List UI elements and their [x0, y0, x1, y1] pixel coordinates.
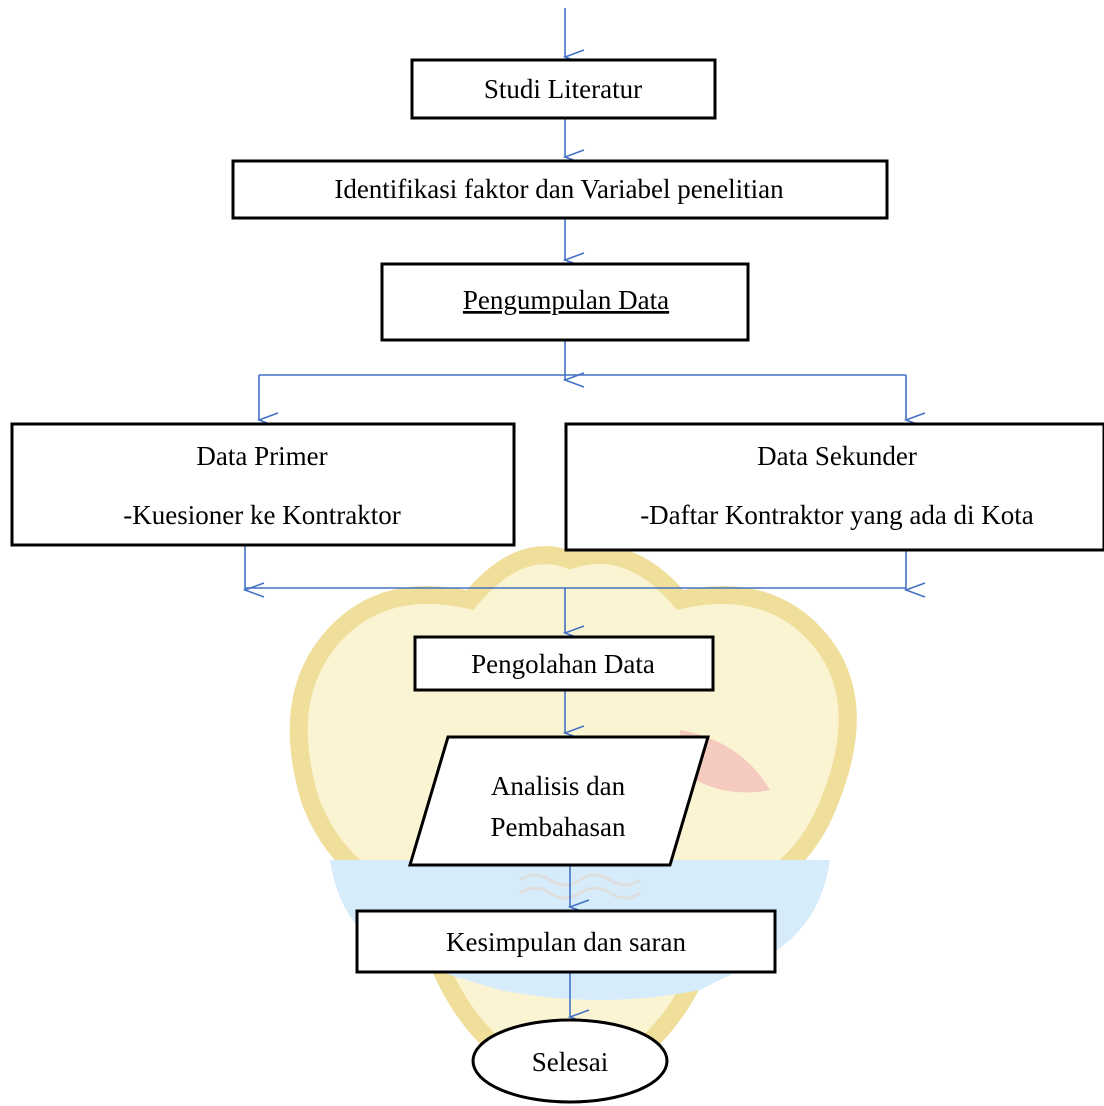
node-labels: Studi Literatur Identifikasi faktor dan … — [123, 74, 1034, 1077]
label-data-primer-title: Data Primer — [196, 441, 327, 471]
nodes — [10, 58, 1104, 1104]
label-identifikasi: Identifikasi faktor dan Variabel penelit… — [334, 174, 784, 204]
box-data-primer — [10, 422, 516, 547]
label-studi-literatur: Studi Literatur — [484, 74, 642, 104]
label-selesai: Selesai — [532, 1047, 608, 1077]
box-pengumpulan-data — [380, 262, 750, 342]
box-data-sekunder — [564, 422, 1104, 552]
label-analisis-line2: Pembahasan — [491, 812, 626, 842]
watermark-wave-2 — [519, 886, 641, 900]
label-pengumpulan-data: Pengumpulan Data — [463, 285, 669, 315]
label-data-sekunder-item: -Daftar Kontraktor yang ada di Kota — [640, 500, 1034, 530]
terminal-selesai — [471, 1018, 669, 1104]
label-kesimpulan: Kesimpulan dan saran — [446, 927, 686, 957]
label-analisis-line1: Analisis dan — [491, 771, 626, 801]
box-analisis-parallelogram — [407, 735, 711, 867]
box-identifikasi — [231, 159, 889, 220]
box-kesimpulan — [355, 909, 777, 974]
label-data-sekunder-title: Data Sekunder — [757, 441, 917, 471]
box-studi-literatur — [410, 58, 717, 120]
box-pengolahan-data — [413, 635, 715, 692]
label-data-primer-item: -Kuesioner ke Kontraktor — [123, 500, 400, 530]
connectors — [245, 8, 906, 1017]
label-pengolahan-data: Pengolahan Data — [471, 649, 655, 679]
watermark-wave-1 — [519, 873, 641, 887]
